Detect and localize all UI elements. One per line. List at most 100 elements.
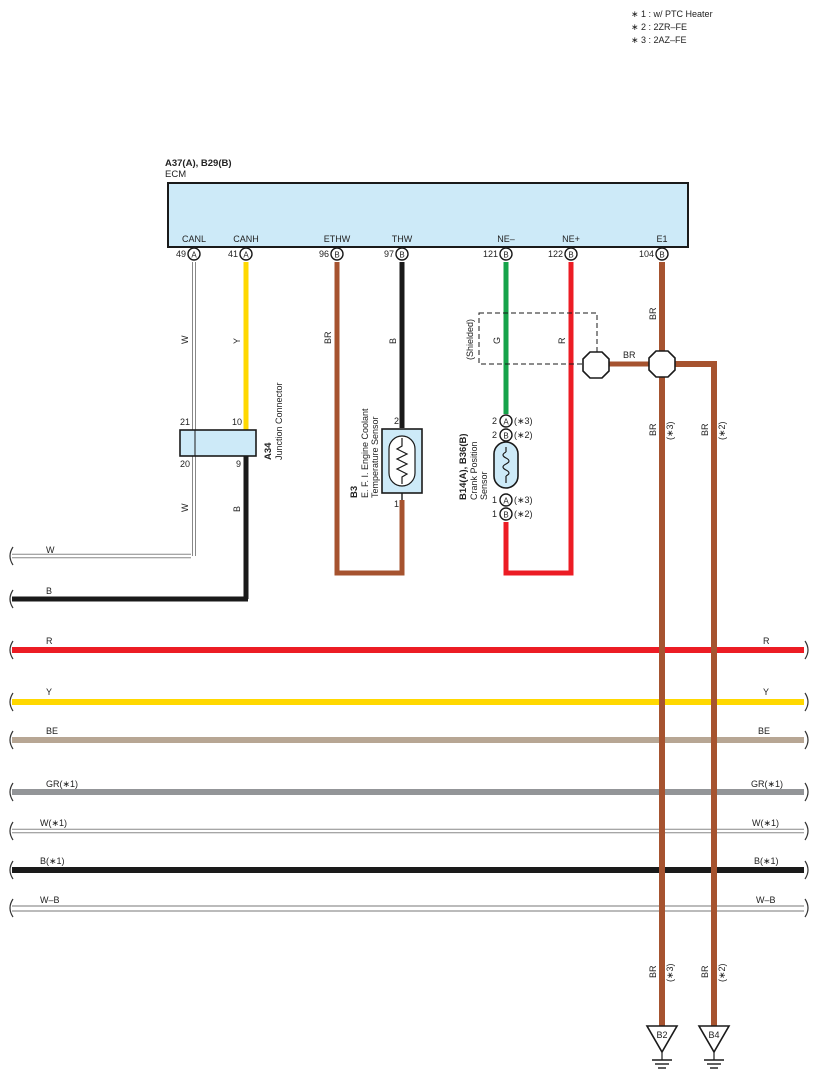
wire-b2-lower-note: (∗3) bbox=[665, 963, 675, 982]
junction-connector: 21 10 20 9 A34 Junction Connector bbox=[179, 382, 284, 469]
crank-line2: Sensor bbox=[479, 471, 489, 500]
wire-thw: B bbox=[388, 262, 405, 428]
ecm-canl-conn: A bbox=[191, 251, 197, 260]
crank-pin-a-bottom-num: 1 bbox=[492, 495, 497, 505]
crank-pin-b-top-note: (∗2) bbox=[514, 430, 533, 440]
crank-pin-a-top-num: 2 bbox=[492, 416, 497, 426]
crank-code: B14(A), B36(B) bbox=[458, 433, 469, 500]
bus-w1: W(∗1) W(∗1) bbox=[9, 818, 809, 841]
bus-b-label: B bbox=[46, 586, 52, 596]
ecm-ethw-num: 96 bbox=[319, 249, 329, 259]
wire-b4-upper-label: BR bbox=[700, 423, 710, 436]
coolant-line2: Temperature Sensor bbox=[370, 416, 380, 498]
ground-b2: B2 bbox=[645, 1025, 679, 1069]
bus-gr-label-left: GR(∗1) bbox=[46, 779, 78, 789]
wire-ethw: BR bbox=[323, 262, 405, 576]
crank-pin-b-top: B bbox=[503, 432, 508, 441]
wire-canl-label: W bbox=[180, 335, 190, 344]
wire-e1: BR BR (∗3) BR (∗3) bbox=[648, 262, 675, 1026]
wire-b4-lower-note: (∗2) bbox=[717, 963, 727, 982]
ecm: A37(A), B29(B) ECM CANL CANH ETHW THW NE… bbox=[165, 158, 689, 248]
ecm-thw-num: 97 bbox=[384, 249, 394, 259]
ecm-ne-minus-num: 121 bbox=[483, 249, 498, 259]
ecm-pin-ne-minus: NE– bbox=[497, 234, 515, 244]
wire-canl: W W bbox=[180, 262, 196, 556]
bus-b1-label-left: B(∗1) bbox=[40, 856, 65, 866]
coolant-pin-1: 1 bbox=[394, 499, 399, 509]
bus-y-label-left: Y bbox=[46, 687, 52, 697]
wire-ne-minus: G bbox=[492, 262, 509, 414]
crank-pin-b-bottom: B bbox=[503, 511, 508, 520]
ecm-ne-minus-conn: B bbox=[503, 251, 508, 260]
wire-ne-plus: R bbox=[503, 262, 574, 576]
ecm-pin-ethw: ETHW bbox=[324, 234, 351, 244]
wire-b4-upper-note: (∗2) bbox=[717, 421, 727, 440]
junction-pin-9: 9 bbox=[236, 459, 241, 469]
coolant-line1: E. F. I. Engine Coolant bbox=[360, 408, 370, 498]
crank-sensor: A 2 (∗3) B 2 (∗2) A 1 (∗3) B 1 (∗2) B14(… bbox=[458, 414, 533, 521]
bus-b1-label-right: B(∗1) bbox=[754, 856, 779, 866]
wire-b4-lower-label: BR bbox=[700, 965, 710, 978]
ecm-e1-num: 104 bbox=[639, 249, 654, 259]
shielded-label: (Shielded) bbox=[465, 319, 475, 360]
bus-r-label-right: R bbox=[763, 636, 770, 646]
bus-be: BE BE bbox=[9, 726, 809, 750]
ecm-name: ECM bbox=[165, 169, 186, 180]
bus-y-label-right: Y bbox=[763, 687, 769, 697]
junction-pin-10: 10 bbox=[232, 417, 242, 427]
crank-pin-a-top-note: (∗3) bbox=[514, 416, 533, 426]
wire-thw-label: B bbox=[388, 338, 398, 344]
ecm-pin-canl: CANL bbox=[182, 234, 206, 244]
bus-wb: W–B W–B bbox=[9, 895, 809, 918]
ground-b4-label: B4 bbox=[708, 1030, 719, 1040]
crank-pin-b-bottom-num: 1 bbox=[492, 509, 497, 519]
crank-pin-b-top-num: 2 bbox=[492, 430, 497, 440]
crank-pin-a-bottom-note: (∗3) bbox=[514, 495, 533, 505]
bus-be-label-left: BE bbox=[46, 726, 58, 736]
ecm-ethw-conn: B bbox=[334, 251, 339, 260]
wire-splice-br-label: BR bbox=[623, 350, 636, 360]
ecm-canh-num: 41 bbox=[228, 249, 238, 259]
splice-e1 bbox=[648, 350, 676, 378]
junction-pin-20: 20 bbox=[180, 459, 190, 469]
wire-canh-lower-label: B bbox=[232, 506, 242, 512]
shield: (Shielded) bbox=[465, 312, 598, 365]
wire-e1-label: BR bbox=[648, 307, 658, 320]
ecm-canh-conn: A bbox=[243, 251, 249, 260]
bus-w-label: W bbox=[46, 545, 55, 555]
wire-canh-label: Y bbox=[232, 338, 242, 344]
thermistor-icon bbox=[395, 438, 409, 484]
crank-pin-a-top: A bbox=[503, 418, 509, 427]
bus-be-label-right: BE bbox=[758, 726, 770, 736]
junction-pin-21: 21 bbox=[180, 417, 190, 427]
bus-gr-label-right: GR(∗1) bbox=[751, 779, 783, 789]
bus-y: Y Y bbox=[9, 687, 809, 712]
note-1: ∗ 1 : w/ PTC Heater bbox=[631, 9, 713, 19]
coil-icon bbox=[502, 447, 510, 483]
wire-canh: Y B bbox=[232, 262, 249, 599]
bus-r: R R bbox=[9, 636, 809, 660]
wire-ne-plus-label: R bbox=[557, 337, 567, 344]
ecm-pin-canh: CANH bbox=[233, 234, 259, 244]
junction-name: Junction Connector bbox=[274, 382, 284, 460]
crank-pin-a-bottom: A bbox=[503, 497, 509, 506]
bus-w1-label-left: W(∗1) bbox=[40, 818, 67, 828]
junction-code: A34 bbox=[263, 442, 274, 460]
crank-line1: Crank Position bbox=[469, 441, 479, 500]
bus-gr: GR(∗1) GR(∗1) bbox=[9, 779, 809, 802]
wire-ne-minus-label: G bbox=[492, 337, 502, 344]
note-3: ∗ 3 : 2AZ–FE bbox=[631, 35, 687, 45]
bus-r-label-left: R bbox=[46, 636, 53, 646]
coolant-code: B3 bbox=[349, 486, 360, 498]
ground-b4: B4 bbox=[697, 1025, 731, 1069]
bus-w: W bbox=[9, 545, 191, 566]
wire-b2-upper-note: (∗3) bbox=[665, 421, 675, 440]
ecm-terminals: A 49 A 41 B 96 B 97 B 121 B 122 B 104 bbox=[176, 247, 669, 261]
bus-wb-label-right: W–B bbox=[756, 895, 776, 905]
ecm-body bbox=[167, 182, 689, 248]
ground-b2-label: B2 bbox=[656, 1030, 667, 1040]
note-2: ∗ 2 : 2ZR–FE bbox=[631, 22, 687, 32]
ecm-pin-thw: THW bbox=[392, 234, 413, 244]
ecm-pin-e1: E1 bbox=[656, 234, 667, 244]
